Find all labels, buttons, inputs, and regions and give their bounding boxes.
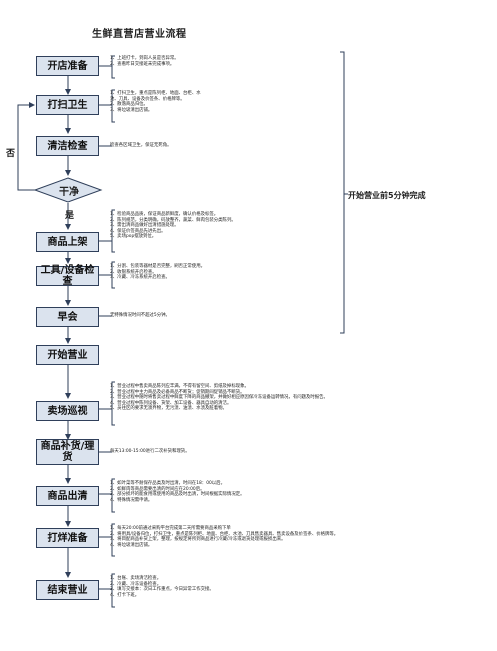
decision-clean: 干净 [36, 178, 102, 202]
note-line: 4、将垃圾清出店铺。 [110, 542, 153, 548]
step-shelving: 商品上架 [36, 232, 99, 252]
step-tools-check: 工具/设备检查 [36, 265, 99, 287]
note-cleaning: 1、打扫卫生，重点是陈列柜、地面、台柜、水 池、刀具、设备及价签条、价格牌等。 … [110, 91, 201, 113]
note-line: 2、将用具/设备归位，打扫卫生，重点是陈列柜、地面、台柜、水池、刀具售卖器具、售… [110, 531, 339, 537]
step-closing-prep: 打烊准备 [36, 528, 99, 548]
note-line: 3、部分损坏的能食用或使用的商品及时出清，时间根据实际情况定。 [110, 492, 245, 498]
note-line: 检查各区域卫生，保证无死角。 [110, 143, 172, 148]
note-line: 4、保证价签商品先进先出。 [110, 228, 166, 234]
note-line: 5、员往区的要求无须弃物，无污渍、油渍、水渍及脏着物。 [110, 406, 227, 412]
note-line: 3、将目配商品补货上架，整理，按规定将所到商品进行冷藏/冷冻或退货处理或报损出来… [110, 537, 286, 543]
note-line: 3、冷藏、冷冻系统开启检查。 [110, 275, 170, 281]
step-start-business: 开始营业 [36, 345, 99, 365]
note-shelving: 1、检验商品品质，保证商品新鲜度，确认价格及标签。 2、陈列规范，分类明确，码放… [110, 212, 236, 240]
pre-open-deadline-label: 开始营业前5分钟完成 [348, 191, 426, 200]
note-line: 5、卖场pop摆放到位。 [110, 234, 157, 240]
step-clearance: 商品出清 [36, 486, 99, 506]
note-line: 2、营业过程中主力商品及必备商品不断货；促销期间促销品不断货。 [110, 389, 245, 395]
note-clearance: 1、如叶菜等不耐保存品类及时出清，时间在18：00以后。 2、如鲜肉等商品需要出… [110, 481, 245, 503]
note-line: 1、上班打卡，到岗人员是否异常。 [110, 56, 179, 61]
note-tools-check: 1、分割、包装等器材是否完整，刷否正常使用。 2、收银系统开启检查。 3、冷藏、… [110, 264, 205, 281]
note-line: 池、刀具、设备及价签条、价格牌等。 [110, 96, 185, 102]
note-floor-patrol: 1、营业过程中售卖商品陈列应丰满，不得有留空间、剪纸及掉标现象。 2、营业过程中… [110, 384, 328, 412]
note-line: 2、收银系统开启检查。 [110, 269, 157, 275]
note-line: 3、需出清商品做好出清措施处理。 [110, 223, 179, 229]
note-morning-meeting: 无特殊情况时间不超过5分钟。 [110, 313, 170, 319]
note-line: 无特殊情况时间不超过5分钟。 [110, 313, 170, 318]
step-restock: 商品补货/理货 [36, 439, 99, 465]
page-title: 生鲜直营店营业流程 [92, 29, 187, 40]
note-line: 1、分割、包装等器材是否完整，刷否正常使用。 [110, 264, 205, 269]
note-restock: 每天13:00-15:00进行二次补货和理货。 [110, 449, 190, 455]
note-end-business: 1、台账、卖场清洁检查。 2、冷藏、冷冻设备检查。 3、填写交接本：次日工作重点… [110, 576, 214, 598]
note-line: 1、打扫卫生，重点是陈列柜、地面、台柜、水 [110, 91, 201, 96]
note-line: 2、散落商品归位。 [110, 102, 148, 108]
note-line: 4、特殊情况需申请。 [110, 497, 153, 503]
note-line: 2、陈列规范，分类明确，码放整齐，蔬菜、鲜肉包装分类陈列。 [110, 217, 236, 223]
decision-clean-label: 干净 [59, 186, 79, 198]
note-line: 3、营业过程中随时将售卖过程中鲜度下降的商品撤架，并做好相应原因保冷冻设备运转情… [110, 395, 328, 401]
decision-no-label: 否 [6, 149, 16, 159]
step-cleaning: 打扫卫生 [36, 95, 99, 115]
note-line: 2、冷藏、冷冻设备检查。 [110, 581, 162, 587]
note-clean-check: 检查各区域卫生，保证无死角。 [110, 143, 171, 149]
note-open-prep: 1、上班打卡，到岗人员是否异常。 2、查看昨日交接班未完成事项。 [110, 56, 179, 67]
note-line: 2、如鲜肉等商品需要出清的时间应在20:00后。 [110, 486, 205, 492]
step-clean-check: 清洁检查 [36, 136, 99, 156]
note-line: 1、检验商品品质，保证商品新鲜度，确认价格及标签。 [110, 212, 219, 217]
step-floor-patrol: 卖场巡视 [36, 401, 99, 421]
note-line: 4、营业过程中陈列设备、货架、加工设备、器具自动的清洁。 [110, 400, 232, 406]
note-line: 每天13:00-15:00进行二次补货和理货。 [110, 449, 190, 454]
step-open-prep: 开店准备 [36, 56, 99, 76]
note-line: 1、每天20:00前通过采购平台完成第二天所需要商品采购下单 [110, 526, 231, 531]
note-line: 1、营业过程中售卖商品陈列应丰满，不得有留空间、剪纸及掉标现象。 [110, 384, 249, 389]
step-morning-meeting: 早会 [36, 307, 99, 327]
note-line: 1、台账、卖场清洁检查。 [110, 576, 162, 581]
note-line: 1、如叶菜等不耐保存品类及时出清，时间在18：00以后。 [110, 481, 225, 486]
step-end-business: 结束营业 [36, 580, 99, 600]
note-closing-prep: 1、每天20:00前通过采购平台完成第二天所需要商品采购下单 2、将用具/设备归… [110, 526, 338, 548]
note-line: 4、打卡下班。 [110, 592, 140, 598]
decision-yes-label: 是 [65, 211, 75, 221]
note-line: 2、查看昨日交接班未完成事项。 [110, 61, 175, 67]
note-line: 3、填写交接本：次日工作重点，今日异常工作交接。 [110, 587, 214, 593]
note-line: 3、将垃圾清出店铺。 [110, 107, 153, 113]
